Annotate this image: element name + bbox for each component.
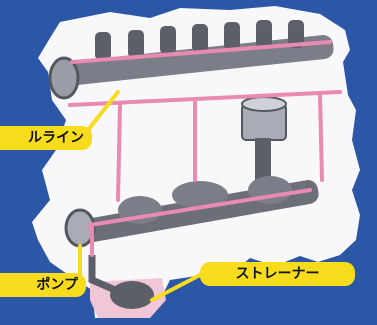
oil-riser (318, 93, 324, 182)
cam-lobe (128, 30, 144, 58)
piston-top (241, 96, 287, 112)
strainer-label: ストレーナー (200, 262, 355, 286)
oil-line-label: ルライン (0, 126, 92, 150)
oil-gallery-head (70, 40, 332, 64)
cam-lobe (256, 20, 272, 48)
strainer-body (110, 281, 154, 309)
cam-lobe (160, 26, 176, 54)
leader-lines (78, 90, 204, 302)
leader-strainer (150, 272, 204, 302)
cam-lobe (224, 22, 240, 50)
strainer-pipe (88, 255, 117, 294)
oil-crank-feed (88, 188, 312, 227)
oil-gallery-main (68, 90, 342, 107)
leader-oil-line (86, 90, 120, 132)
oil-paths (68, 40, 342, 257)
cam-lobe (192, 24, 208, 52)
cam-lobe (95, 32, 111, 60)
oil-pump-label: ポンプ (0, 273, 86, 297)
crank-pulley (64, 208, 96, 248)
crank-weight (172, 181, 228, 209)
cam-lobes (95, 20, 304, 60)
cam-lobe (288, 20, 304, 48)
cam-pulley (48, 56, 80, 100)
oil-riser (116, 103, 122, 202)
